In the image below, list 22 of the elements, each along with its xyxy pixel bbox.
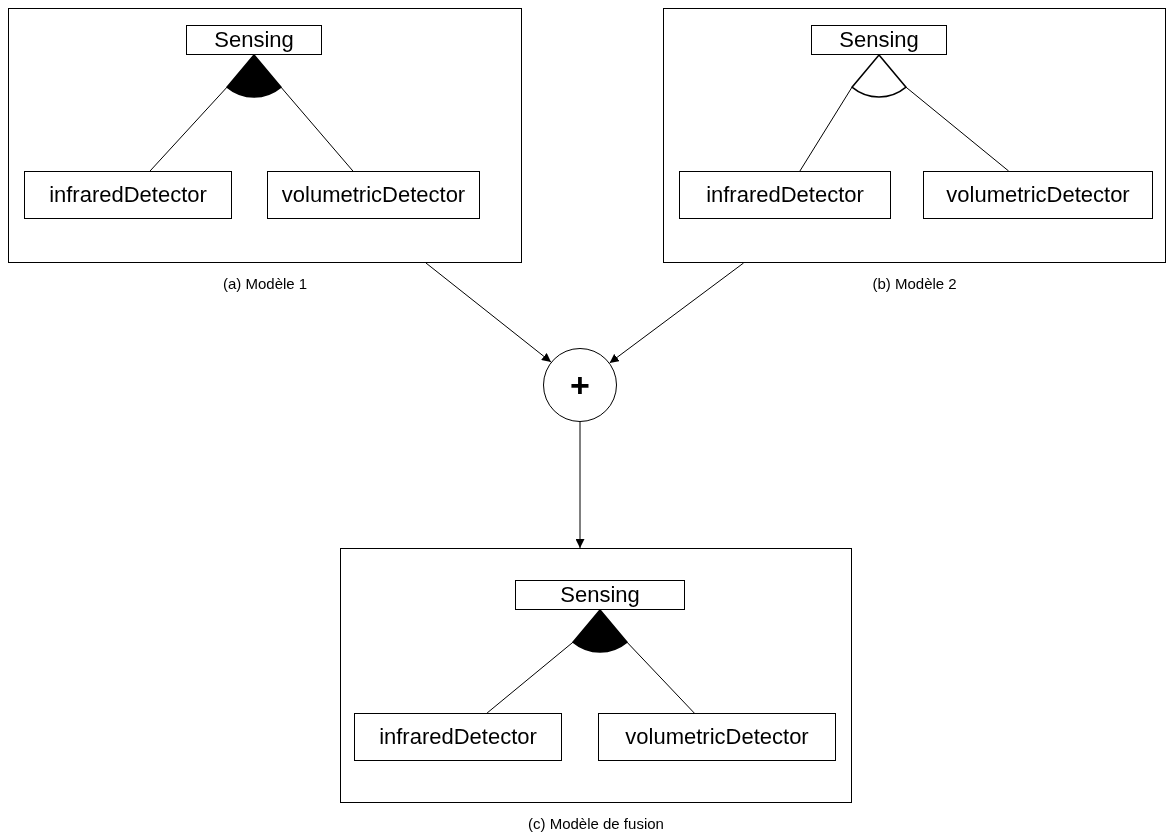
connector-line <box>486 641 574 714</box>
feature-box: infraredDetector <box>354 713 562 761</box>
arrow <box>425 262 552 363</box>
connector-line <box>799 86 853 172</box>
connector-line <box>905 86 1010 172</box>
frame-title: (c) Modèle de fusion <box>528 816 664 833</box>
arrow <box>609 262 745 364</box>
frame-title: (a) Modèle 1 <box>223 276 308 293</box>
connector-line <box>280 86 354 172</box>
feature-box: infraredDetector <box>24 171 232 219</box>
feature-box: volumetricDetector <box>267 171 480 219</box>
feature-box: Sensing <box>811 25 947 55</box>
feature-box: volumetricDetector <box>923 171 1153 219</box>
fusion-operator-circle: + <box>543 348 617 422</box>
arrow <box>575 421 585 549</box>
feature-box: Sensing <box>515 580 685 610</box>
connector-line <box>626 641 695 714</box>
feature-box: infraredDetector <box>679 171 891 219</box>
feature-box: volumetricDetector <box>598 713 836 761</box>
frame-title: (b) Modèle 2 <box>872 276 957 293</box>
connector-line <box>149 86 228 172</box>
feature-box: Sensing <box>186 25 322 55</box>
